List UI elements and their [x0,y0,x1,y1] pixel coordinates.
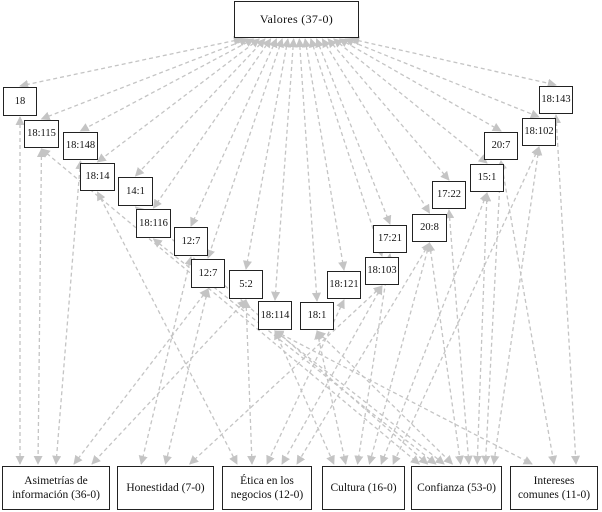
code-node-c15_1[interactable]: 15:1 [470,164,504,192]
code-node-c17_21[interactable]: 17:21 [373,225,407,253]
code-node-c17_22[interactable]: 17:22 [432,181,466,209]
code-node-c20_8[interactable]: 20:8 [412,214,447,242]
code-node-c18_103[interactable]: 18:103 [365,257,399,285]
code-node-c12_7b[interactable]: 12:7 [191,259,225,288]
code-node-c18_116[interactable]: 18:116 [136,209,171,238]
edge-valores-c18_102 [344,37,540,119]
edge-valores-c18_1 [295,38,321,302]
edge-c20_7-confianza [481,160,506,465]
edge-c18_115-asimetrias [33,148,46,465]
edge-c12_7b-asimetrias [73,288,209,465]
edge-c15_1-confianza [472,192,492,465]
category-node-confianza[interactable]: Confianza (53-0) [411,466,502,510]
edge-valores-c17_22 [327,38,450,181]
code-node-c12_7a[interactable]: 12:7 [174,227,208,256]
edge-c18_114-cultura [274,330,335,465]
edge-valores-c12_7b [206,38,284,259]
edge-valores-c20_7 [338,38,502,132]
edge-valores-c12_7a [190,38,278,227]
edge-c17_21-cultura [354,253,394,465]
edge-c18_114-confianza [274,330,445,465]
category-node-etica[interactable]: Ética en los negocios (12-0) [222,466,312,510]
code-node-c18_115[interactable]: 18:115 [24,120,59,148]
edge-c18_102-confianza [490,146,543,465]
edge-c18_115-confianza [40,148,420,465]
code-node-c18_1[interactable]: 18:1 [300,302,334,330]
code-node-c18_14[interactable]: 18:14 [80,163,115,191]
code-node-c5_2[interactable]: 5:2 [229,270,263,299]
edge-valores-c18_143 [350,36,557,88]
edge-valores-c18_114 [271,38,298,301]
edge-valores-c18_116 [152,38,272,209]
edge-valores-c15_1 [333,38,488,164]
edge-valores-c18_103 [309,38,384,257]
category-node-honestidad[interactable]: Honestidad (7-0) [117,466,214,510]
edge-c12_7b-honestidad [163,288,211,465]
code-node-c18_102[interactable]: 18:102 [522,118,556,146]
edge-c18_102-cultura [392,146,540,465]
category-node-cultura[interactable]: Cultura (16-0) [322,466,405,510]
edge-c20_7-intereses [497,160,558,465]
edge-valores-c18_115 [40,37,249,121]
root-node-valores[interactable]: Valores (37-0) [234,1,359,38]
code-node-c18_114[interactable]: 18:114 [258,301,292,330]
category-node-asimetrias[interactable]: Asimetrías de información (36-0) [2,466,110,510]
code-node-c20_7[interactable]: 20:7 [484,132,518,160]
code-node-c18_121[interactable]: 18:121 [327,271,361,299]
edge-c18_143-intereses [551,114,581,465]
edge-c18_1-cultura [314,330,349,465]
edge-valores-c18_14 [96,38,260,163]
edge-c20_8-confianza [426,242,464,465]
category-node-intereses[interactable]: Intereses comunes (11-0) [510,466,598,510]
edge-valores-c18_121 [301,38,348,271]
code-node-c18_148[interactable]: 18:148 [63,132,98,160]
code-node-c18[interactable]: 18 [3,87,37,116]
edge-c18_148-asimetrias [52,160,85,465]
edge-valores-c20_8 [321,38,431,214]
edge-c18_114-intereses [274,330,533,465]
edge-valores-c14_1 [134,38,266,177]
edge-valores-c5_2 [242,38,291,270]
code-node-c14_1[interactable]: 14:1 [118,177,153,206]
edge-c5_2-asimetrias [91,299,247,465]
edge-c18_1-confianza [316,330,454,465]
edge-valores-c18_148 [79,38,255,132]
code-node-c18_143[interactable]: 18:143 [539,86,573,114]
